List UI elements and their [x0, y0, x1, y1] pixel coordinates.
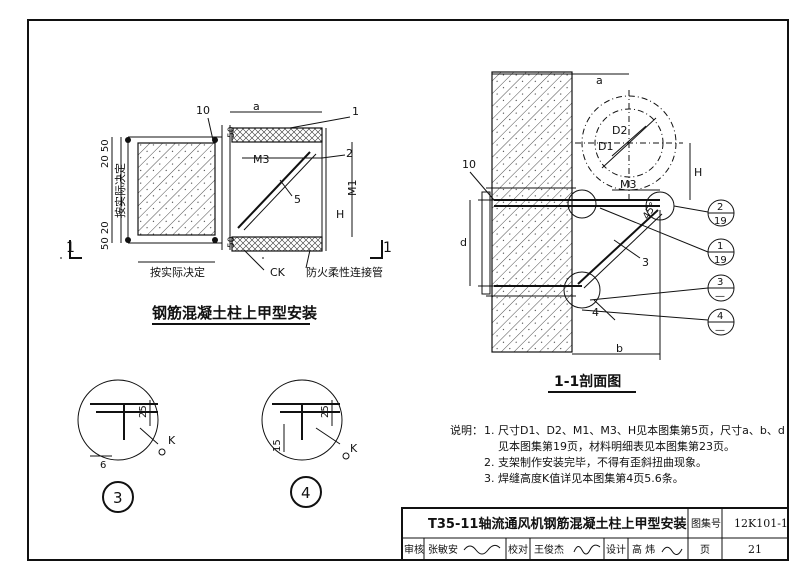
- review-signature: [463, 544, 501, 555]
- dim-h: H: [336, 208, 344, 221]
- svg-text:3: 3: [717, 277, 723, 288]
- fan-duct-bottom: [231, 236, 323, 252]
- title-block: T35-11轴流通风机钢筋混凝土柱上甲型安装 图集号 12K101-1 审核 张…: [401, 507, 789, 561]
- ref-bubble: 4 —: [707, 308, 735, 336]
- dims-left-bottom: 50 20: [100, 221, 111, 250]
- top-view-title: 钢筋混凝土柱上甲型安装: [152, 304, 318, 322]
- column-section: [491, 71, 573, 353]
- d4-dim-25: 25: [320, 405, 331, 418]
- review-label: 审核: [404, 543, 424, 556]
- sec-callout-4: 4: [592, 306, 599, 319]
- ref-bubble: 3 —: [707, 274, 735, 302]
- dim-top-50: 50: [227, 126, 237, 138]
- check-signature: [573, 544, 601, 555]
- notes-heading: 说明：: [450, 423, 483, 437]
- sec-dim-b: b: [616, 342, 623, 355]
- notes: 说明： 1. 尺寸D1、D2、M1、M3、H见本图集第5页，尺寸a、b、d 见本…: [450, 423, 785, 485]
- callout-2: 2: [346, 147, 353, 160]
- svg-text:1: 1: [717, 241, 723, 252]
- detail-4: 25 15 K 4: [261, 379, 358, 508]
- detail-3-label: 3: [113, 489, 123, 507]
- section-mark-right: 1: [383, 240, 392, 256]
- pipe-label: 防火柔性连接管: [306, 265, 383, 279]
- svg-text:—: —: [715, 291, 725, 302]
- dim-m3: M3: [253, 153, 270, 166]
- section-view: a D2 D1 M3 45° H d b 10 3 4 2 19 1 19 3 …: [460, 71, 735, 393]
- design-label: 设计: [606, 543, 626, 556]
- check-label: 校对: [508, 543, 528, 556]
- dim-bottom-50: 50: [227, 236, 237, 248]
- note-line: 1. 尺寸D1、D2、M1、M3、H见本图集第5页，尺寸a、b、d: [484, 423, 785, 437]
- check-name: 王俊杰: [534, 543, 564, 556]
- sec-dim-d: d: [460, 236, 467, 249]
- top-view: 10 a 1 2 M3 5 H M1 20 50 50 20 按实际决定 50 …: [60, 100, 392, 325]
- ref-bubble: 2 19: [707, 199, 735, 227]
- note-line: 2. 支架制作安装完毕，不得有歪斜扭曲现象。: [484, 455, 707, 469]
- design-signature: [661, 546, 683, 555]
- sec-dim-d2: D2: [612, 124, 627, 137]
- sec-dim-m3: M3: [620, 178, 637, 191]
- svg-text:19: 19: [714, 216, 727, 227]
- sec-dim-d1: D1: [598, 140, 613, 153]
- ck-label: CK: [270, 266, 286, 279]
- design-name: 高 炜: [632, 543, 655, 556]
- note-line: 见本图集第19页，材料明细表见本图集第23页。: [498, 439, 735, 453]
- sec-callout-3: 3: [642, 256, 649, 269]
- callout-5: 5: [294, 193, 301, 206]
- fan-duct-top: [231, 127, 323, 143]
- sec-dim-h: H: [694, 166, 702, 179]
- review-name: 张敏安: [428, 543, 458, 556]
- detail-3: 25 6 K 3: [77, 379, 176, 513]
- note-line: 3. 焊缝高度K值详见本图集第4页5.6条。: [484, 471, 684, 485]
- ref-bubble: 1 19: [707, 238, 735, 266]
- page-label: 页: [700, 544, 710, 556]
- dims-left-top: 20 50: [100, 139, 111, 168]
- d4-dim-15: 15: [272, 439, 283, 452]
- svg-text:—: —: [715, 325, 725, 336]
- sec-dim-a: a: [596, 74, 603, 87]
- bottom-label: 按实际决定: [150, 265, 205, 279]
- svg-text:19: 19: [714, 255, 727, 266]
- d3-dim-25: 25: [138, 405, 149, 418]
- section-title: 1-1剖面图: [554, 373, 621, 390]
- callout-1: 1: [352, 105, 359, 118]
- d3-k: K: [168, 434, 176, 447]
- atlas-label: 图集号: [691, 517, 721, 530]
- dim-a: a: [253, 100, 260, 113]
- title-block-title: T35-11轴流通风机钢筋混凝土柱上甲型安装: [428, 516, 686, 532]
- callout-10: 10: [196, 104, 210, 117]
- d3-dim-6: 6: [100, 460, 106, 471]
- column-plan: [137, 142, 216, 236]
- dim-m1: M1: [346, 180, 359, 197]
- page-value: 21: [748, 543, 762, 556]
- d4-k: K: [350, 442, 358, 455]
- side-label: 按实际决定: [113, 163, 127, 218]
- atlas-value: 12K101-1: [734, 517, 788, 530]
- sec-callout-10: 10: [462, 158, 476, 171]
- section-mark-left: 1: [66, 240, 75, 256]
- detail-4-label: 4: [301, 484, 311, 502]
- svg-text:2: 2: [717, 202, 723, 213]
- svg-text:4: 4: [717, 311, 723, 322]
